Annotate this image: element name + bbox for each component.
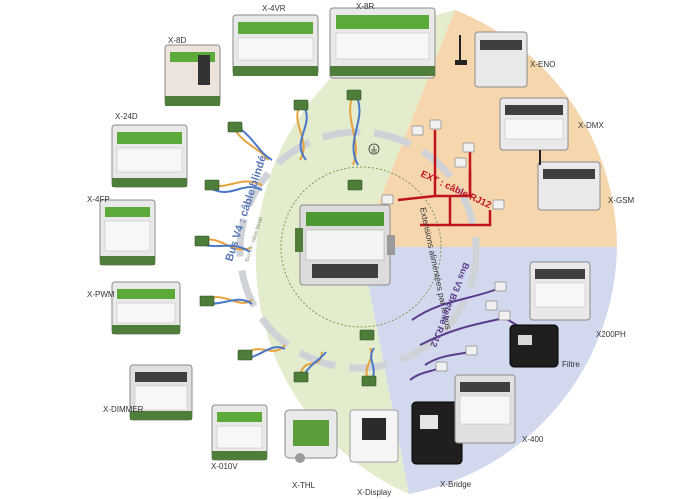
bus-connectors	[194, 89, 377, 387]
module-xdisplay	[349, 409, 399, 463]
center-ring	[280, 166, 442, 328]
module-filtre	[509, 324, 559, 368]
label-xeno: X-ENO	[530, 60, 556, 69]
label-x010v: X-010V	[211, 462, 238, 471]
label-x200ph: X200PH	[596, 330, 626, 339]
label-x8r: X-8R	[356, 2, 375, 11]
module-x4vr	[232, 14, 319, 76]
module-xdimmer	[129, 364, 193, 421]
label-xbridge: X-Bridge	[440, 480, 472, 489]
module-x400	[454, 374, 516, 444]
label-x8d: X-8D	[168, 36, 187, 45]
label-x24d: X-24D	[115, 112, 138, 121]
module-xdmx	[499, 97, 569, 151]
label-xpwm: X-PWM	[87, 290, 115, 299]
label-xdmx: X-DMX	[578, 121, 604, 130]
central-controller	[295, 204, 395, 286]
ground-icon	[368, 143, 380, 155]
label-x400: X-400	[522, 435, 544, 444]
module-x4fp	[99, 199, 156, 266]
ext-rj12-cables	[397, 130, 492, 227]
label-xdisplay: X-Display	[357, 488, 392, 497]
label-filtre: Filtre	[562, 360, 580, 369]
label-xdimmer: X-DIMMER	[103, 405, 144, 414]
label-xgsm: X-GSM	[608, 196, 635, 205]
module-xbridge	[411, 401, 463, 465]
rj12-plugs	[381, 119, 511, 372]
module-x8r	[329, 7, 436, 79]
module-x24d	[111, 124, 188, 188]
module-x200ph	[529, 261, 591, 321]
module-xgsm	[537, 150, 601, 211]
label-xthl: X-THL	[292, 481, 316, 490]
module-xeno	[455, 31, 528, 88]
module-x8d	[164, 44, 221, 106]
module-xthl	[284, 409, 338, 463]
label-x4vr: X-4VR	[262, 4, 286, 13]
module-x010v	[211, 404, 268, 461]
label-x4fp: X-4FP	[87, 195, 110, 204]
module-xpwm	[111, 281, 181, 335]
